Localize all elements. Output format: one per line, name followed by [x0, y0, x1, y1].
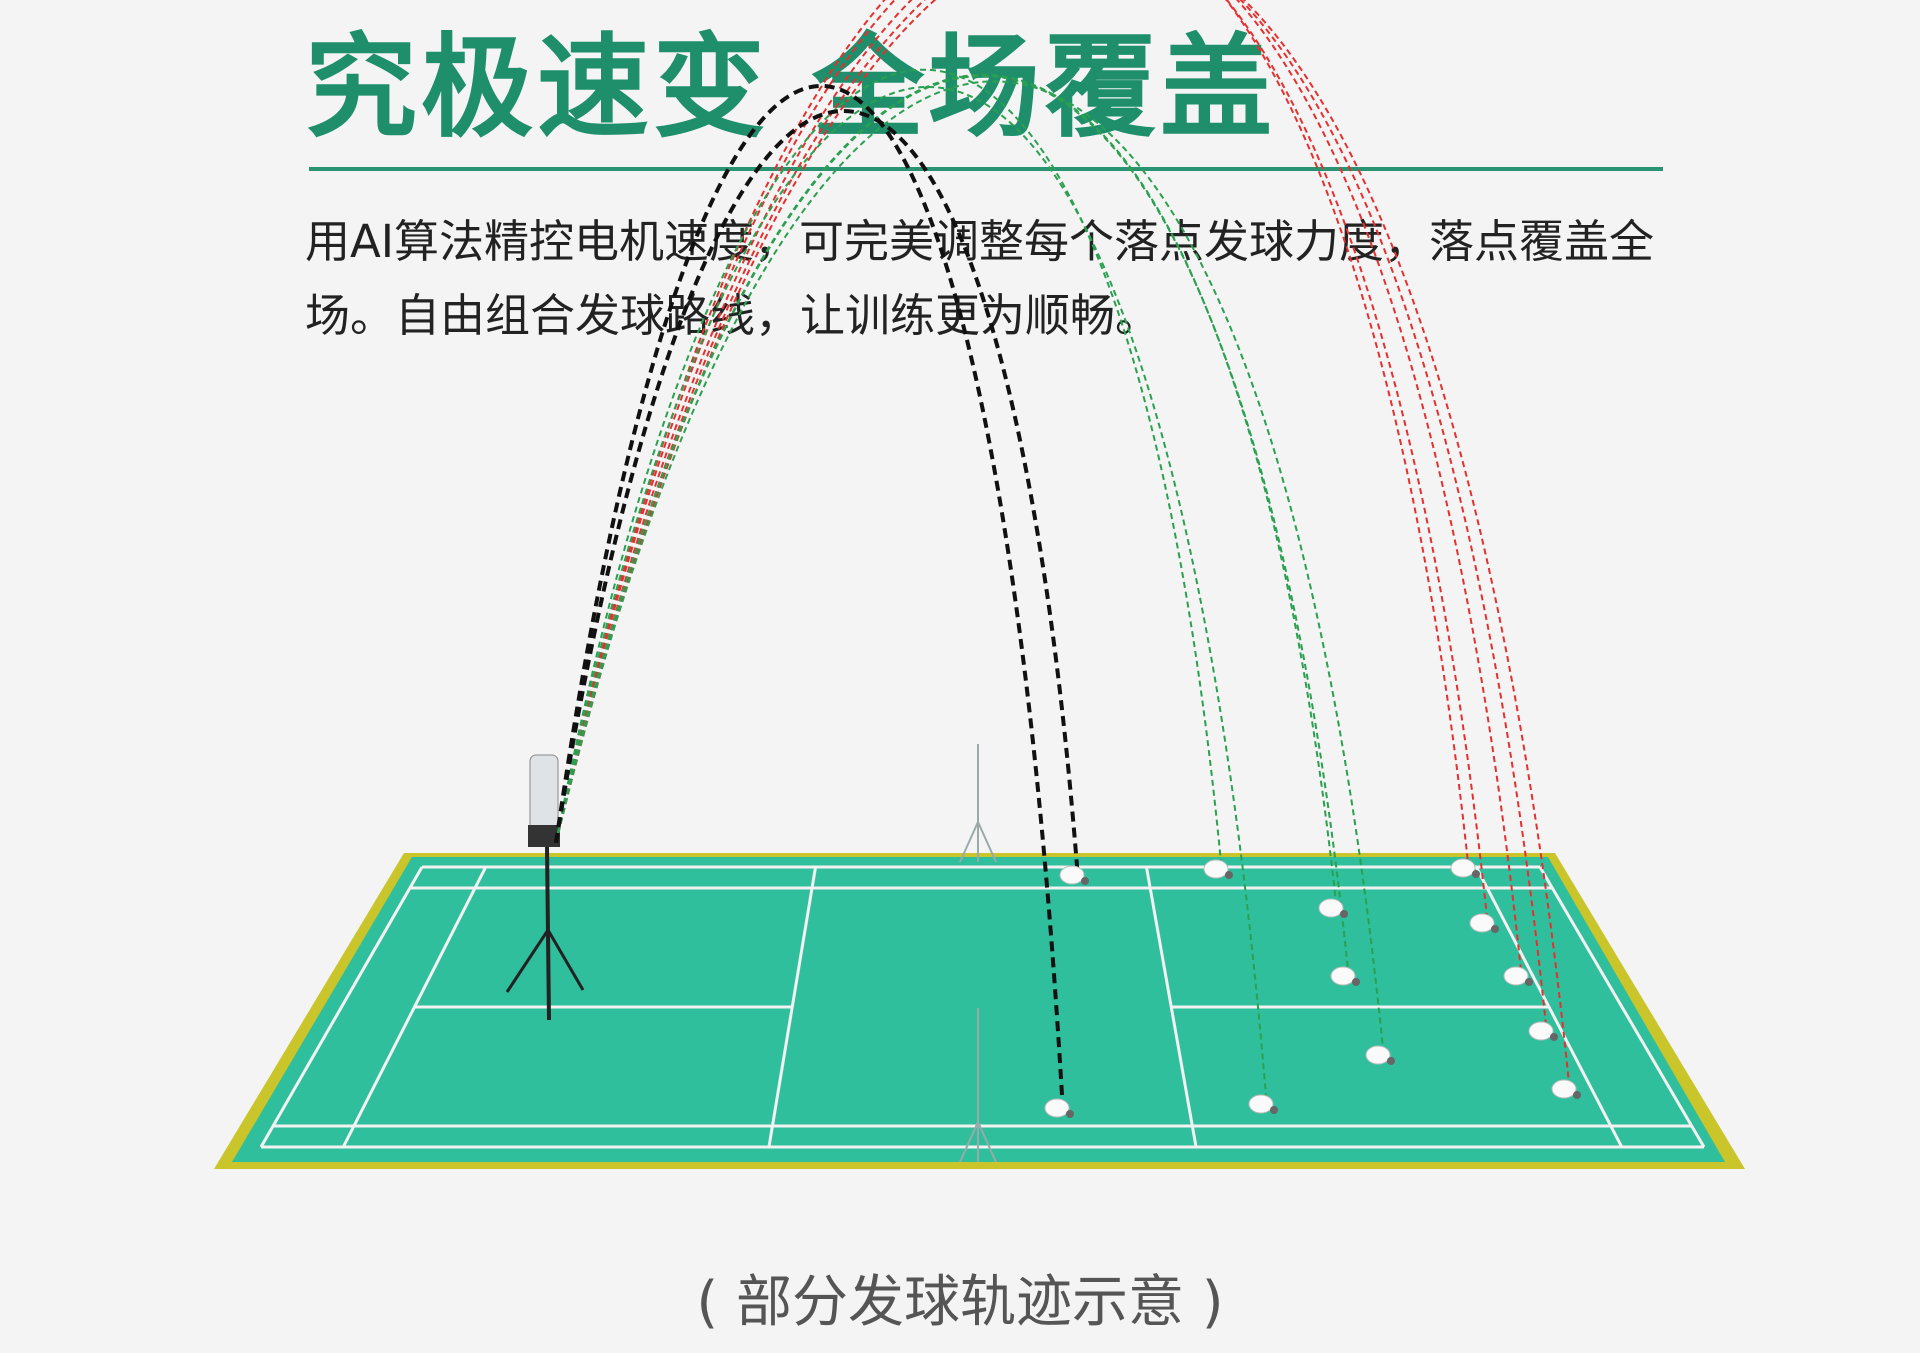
court-line: [1538, 866, 1706, 1148]
trajectory-green: [555, 85, 1268, 1109]
description-text: 用AI算法精控电机速度，可完美调整每个落点发球力度，落点覆盖全场。自由组合发球路…: [305, 215, 1655, 342]
trajectory-green: [555, 74, 1338, 913]
trajectory-green: [555, 75, 1350, 981]
trajectory-black: [554, 109, 1080, 880]
shuttlecock-icon: [1450, 858, 1476, 878]
shuttlecock-base: [1472, 870, 1480, 878]
trajectory-red: [555, 0, 1523, 981]
shuttlecock-base: [1066, 1110, 1074, 1118]
trajectory-red: [555, 0, 1470, 873]
court-line: [259, 866, 424, 1148]
shuttlecock-icon: [1551, 1079, 1577, 1099]
machine-head: [528, 825, 560, 847]
shuttlecock-base: [1225, 871, 1233, 879]
trajectory-black: [554, 84, 1065, 1113]
shuttlecock-base: [1387, 1057, 1395, 1065]
shuttlecock-icon: [1469, 913, 1495, 933]
shuttlecock-icon: [1203, 859, 1229, 879]
trajectories: [554, 0, 1571, 1113]
shuttlecock-icon: [1365, 1045, 1391, 1065]
page-title: 究极速变 全场覆盖: [305, 23, 1276, 153]
post-leg: [959, 821, 979, 863]
badminton-court: [214, 853, 1745, 1169]
court-line: [1144, 866, 1198, 1148]
illustration-caption: ( 部分发球轨迹示意 ): [696, 1270, 1224, 1335]
shuttlecock-base: [1081, 877, 1089, 885]
shuttlecock-base: [1525, 978, 1533, 986]
shuttlecock-base: [1550, 1033, 1558, 1041]
shuttlecock-base: [1340, 910, 1348, 918]
tripod-leg: [546, 929, 585, 991]
shuttle-launcher-machine: [505, 754, 585, 1021]
post-leg: [977, 821, 997, 863]
net-posts: [959, 744, 997, 1163]
shuttlecock-icon: [1503, 966, 1529, 986]
shuttlecock-icon: [1330, 966, 1356, 986]
shuttlecock-base: [1573, 1091, 1581, 1099]
post-leg: [977, 1121, 997, 1163]
tripod-leg: [505, 929, 550, 993]
shuttlecock-icon: [1044, 1098, 1070, 1118]
shuttle-tube: [529, 754, 559, 831]
trajectory-green: [555, 68, 1223, 874]
title-divider: [309, 167, 1663, 171]
shuttlecock-base: [1491, 925, 1499, 933]
shuttlecock-base: [1352, 978, 1360, 986]
shuttlecock-icon: [1318, 898, 1344, 918]
trajectory-red: [555, 0, 1489, 928]
trajectory-green: [555, 80, 1385, 1060]
shuttlecock-icon: [1248, 1094, 1274, 1114]
shuttlecock-icon: [1528, 1021, 1554, 1041]
post-leg: [959, 1121, 979, 1163]
shuttlecock-icon: [1059, 865, 1085, 885]
shuttlecock-base: [1270, 1106, 1278, 1114]
tripod-pole: [545, 846, 551, 1021]
shuttlecocks: [1044, 858, 1581, 1118]
